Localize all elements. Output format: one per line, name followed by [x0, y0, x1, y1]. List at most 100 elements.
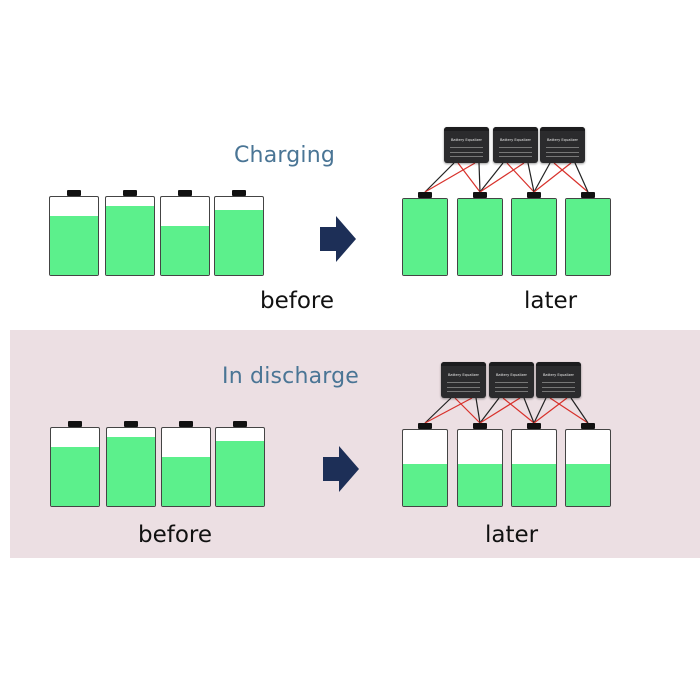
discharge-later-battery-1-charge-level — [403, 464, 447, 506]
equalizer-text-line — [495, 387, 528, 388]
discharge-later-wire — [533, 397, 547, 424]
charging-before-battery-2-charge-level — [106, 206, 154, 275]
discharge-before-battery-3-charge-level — [162, 456, 210, 506]
discharge-later-wire — [479, 397, 500, 424]
charging-before-battery-4 — [214, 196, 264, 276]
charging-later-wire — [424, 162, 476, 193]
discharge-later-wire — [502, 397, 535, 424]
charging-later-wire — [479, 162, 504, 193]
discharge-before-battery-terminal — [124, 421, 138, 427]
equalizer-text-line — [499, 152, 532, 153]
equalizer-top-stripe — [493, 127, 538, 131]
discharge-later-battery-4 — [565, 429, 611, 507]
equalizer-label: Battery Equalizer — [450, 138, 483, 142]
charging-title: Charging — [234, 143, 336, 168]
charging-later-wire — [527, 162, 535, 193]
charging-later-battery-equalizer-icon-3: Battery Equalizer — [540, 127, 585, 163]
charging-later-wire — [457, 162, 481, 193]
discharge-later-battery-terminal — [418, 423, 432, 429]
equalizer-text-line — [495, 391, 528, 392]
charging-later-wire — [478, 162, 481, 193]
discharge-later-battery-1 — [402, 429, 448, 507]
discharge-before-caption: before — [138, 522, 213, 548]
charging-later-battery-3 — [511, 198, 557, 276]
charging-later-battery-terminal — [527, 192, 541, 198]
charging-later-battery-terminal — [473, 192, 487, 198]
discharge-later-caption: later — [485, 522, 539, 548]
discharge-before-battery-1-charge-level — [51, 446, 99, 506]
equalizer-label: Battery Equalizer — [495, 373, 528, 377]
equalizer-text-line — [542, 382, 575, 383]
charging-later-battery-equalizer-icon-1: Battery Equalizer — [444, 127, 489, 163]
discharge-later-battery-3 — [511, 429, 557, 507]
charging-arrow-icon — [320, 216, 356, 262]
charging-before-battery-3 — [160, 196, 210, 276]
equalizer-top-stripe — [540, 127, 585, 131]
equalizer-text-line — [499, 156, 532, 157]
discharge-later-battery-equalizer-icon-2: Battery Equalizer — [489, 362, 534, 398]
charging-later-battery-terminal — [581, 192, 595, 198]
charging-later-battery-2 — [457, 198, 503, 276]
equalizer-label: Battery Equalizer — [542, 373, 575, 377]
discharge-later-wire — [424, 397, 452, 424]
discharge-later-battery-terminal — [527, 423, 541, 429]
equalizer-text-line — [450, 152, 483, 153]
charging-later-wire — [574, 162, 589, 193]
charging-later-wire — [533, 162, 551, 193]
discharge-before-battery-4-charge-level — [216, 441, 264, 506]
charging-later-wire — [479, 162, 525, 193]
equalizer-text-line — [495, 382, 528, 383]
equalizer-text-line — [546, 147, 579, 148]
equalizer-text-line — [546, 156, 579, 157]
discharge-later-wire — [424, 397, 473, 424]
discharge-before-battery-terminal — [233, 421, 247, 427]
charging-before-battery-3-charge-level — [161, 225, 209, 275]
charging-before-battery-terminal — [123, 190, 137, 196]
discharge-before-battery-terminal — [179, 421, 193, 427]
equalizer-text-line — [447, 382, 480, 383]
charging-before-battery-1 — [49, 196, 99, 276]
charging-later-battery-terminal — [418, 192, 432, 198]
equalizer-top-stripe — [536, 362, 581, 366]
charging-later-battery-4 — [565, 198, 611, 276]
discharge-later-battery-2 — [457, 429, 503, 507]
equalizer-text-line — [450, 156, 483, 157]
charging-before-battery-2 — [105, 196, 155, 276]
charging-later-wire — [553, 162, 589, 193]
equalizer-label: Battery Equalizer — [499, 138, 532, 142]
equalizer-text-line — [499, 147, 532, 148]
discharge-later-wire — [454, 397, 481, 424]
discharge-arrow-icon — [323, 446, 359, 492]
charging-later-battery-1 — [402, 198, 448, 276]
discharge-later-wire — [523, 397, 535, 424]
discharge-later-battery-4-charge-level — [566, 464, 610, 506]
discharge-later-wire — [533, 397, 568, 424]
discharge-later-wire — [570, 397, 589, 424]
charging-before-battery-4-charge-level — [215, 210, 263, 275]
equalizer-label: Battery Equalizer — [447, 373, 480, 377]
discharge-title: In discharge — [222, 364, 360, 389]
charging-later-battery-4-charge-level — [566, 199, 610, 275]
charging-later-battery-3-charge-level — [512, 199, 556, 275]
charging-before-battery-terminal — [67, 190, 81, 196]
discharge-later-wire — [479, 397, 521, 424]
charging-before-battery-terminal — [178, 190, 192, 196]
charging-later-wire — [533, 162, 572, 193]
equalizer-text-line — [447, 391, 480, 392]
equalizer-text-line — [542, 391, 575, 392]
equalizer-text-line — [450, 147, 483, 148]
charging-before-caption: before — [260, 288, 335, 314]
discharge-before-battery-2-charge-level — [107, 437, 155, 506]
discharge-before-battery-2 — [106, 427, 156, 507]
equalizer-label: Battery Equalizer — [546, 138, 579, 142]
discharge-later-battery-3-charge-level — [512, 464, 556, 506]
discharge-before-battery-terminal — [68, 421, 82, 427]
charging-before-battery-terminal — [232, 190, 246, 196]
discharge-before-battery-1 — [50, 427, 100, 507]
equalizer-text-line — [546, 152, 579, 153]
discharge-before-battery-4 — [215, 427, 265, 507]
equalizer-top-stripe — [444, 127, 489, 131]
discharge-later-battery-terminal — [473, 423, 487, 429]
